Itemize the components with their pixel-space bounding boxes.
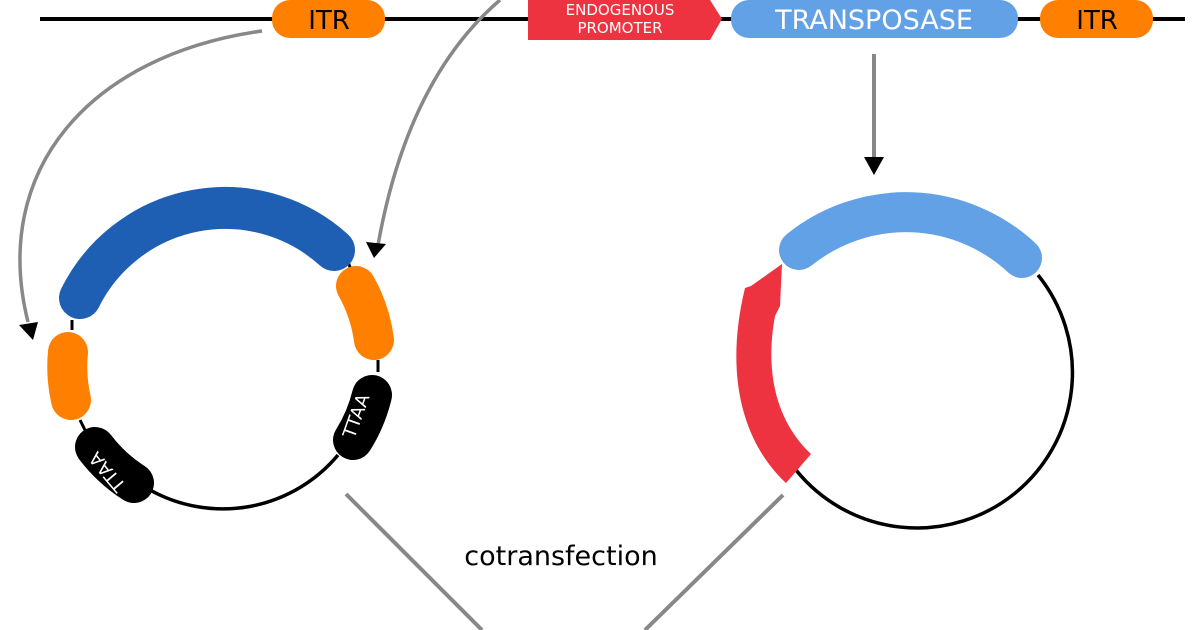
arrowhead-left <box>19 322 38 340</box>
promoter-label-1: ENDOGENOUS <box>566 1 675 19</box>
itr-right: ITR <box>1040 0 1153 38</box>
promoter-arc <box>736 264 811 483</box>
arrowhead-right <box>366 242 386 258</box>
cotransfection-line-right <box>643 493 785 630</box>
itr-right-label: ITR <box>1076 6 1118 36</box>
transposase-gene: TRANSPOSASE <box>731 0 1018 38</box>
promoter-label-2: PROMOTER <box>577 19 662 37</box>
ttaa-site-right: TTAA <box>333 375 392 460</box>
ttaa-site-left: TTAA <box>75 427 154 503</box>
cargo-gene-arc <box>59 187 355 319</box>
cotransfection-label: cotransfection <box>464 541 657 572</box>
cotransfection-line-left <box>344 492 484 630</box>
insertion-arrow-right <box>376 0 502 246</box>
transposase-label: TRANSPOSASE <box>774 5 973 36</box>
transposase-gene-arc <box>779 192 1042 278</box>
itr-left: ITR <box>272 0 385 38</box>
transposase-arrowhead <box>864 157 884 175</box>
donor-plasmid-backbone <box>149 453 340 511</box>
donor-itr-left <box>47 332 91 420</box>
itr-left-label: ITR <box>308 6 350 36</box>
insertion-arrow-left <box>18 29 263 323</box>
endogenous-promoter: ENDOGENOUS PROMOTER <box>528 0 722 40</box>
donor-plasmid: TTAA TTAA <box>47 187 394 511</box>
helper-plasmid-backbone <box>794 273 1075 530</box>
donor-itr-right <box>336 266 394 360</box>
helper-plasmid <box>736 192 1075 530</box>
